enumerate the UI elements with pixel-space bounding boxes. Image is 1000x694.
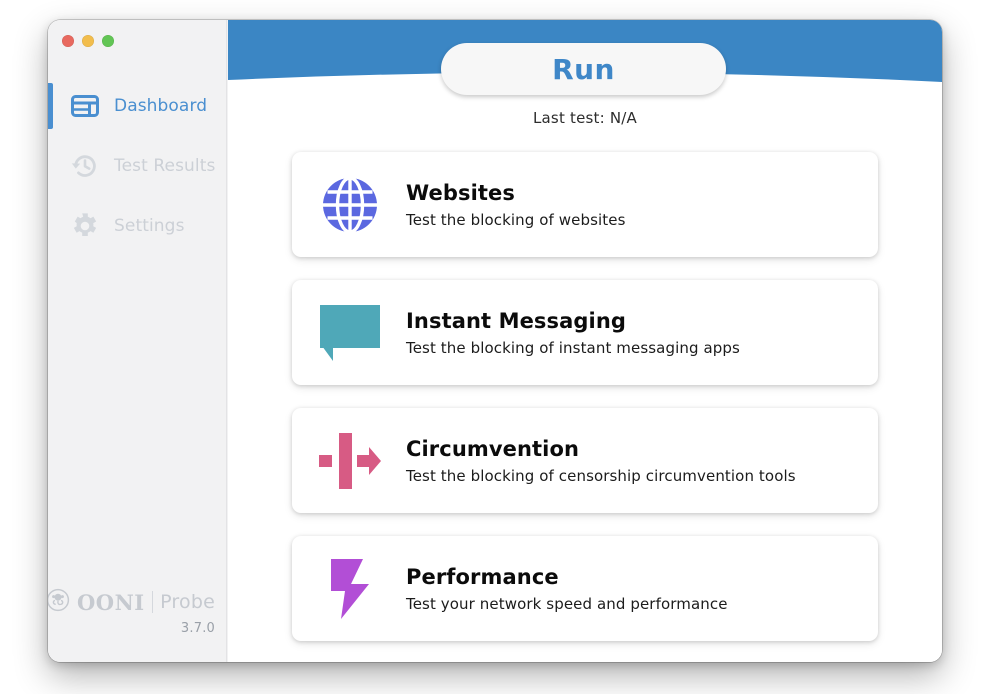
sidebar-nav: Dashboard Test Results [48,76,227,256]
active-indicator-bar [48,83,53,129]
card-text: Instant Messaging Test the blocking of i… [406,309,740,357]
sidebar-item-label: Test Results [114,156,216,176]
test-card-instant-messaging[interactable]: Instant Messaging Test the blocking of i… [292,280,878,385]
sidebar-item-settings[interactable]: Settings [48,196,227,256]
card-description: Test your network speed and performance [406,594,728,613]
last-test-status: Last test:N/A [228,109,942,127]
last-test-label: Last test: [532,109,605,127]
close-window-button[interactable] [62,35,74,47]
ooni-product-text: Probe [160,591,215,613]
minimize-window-button[interactable] [82,35,94,47]
test-card-circumvention[interactable]: Circumvention Test the blocking of censo… [292,408,878,513]
card-description: Test the blocking of websites [406,210,626,229]
last-test-value: N/A [609,109,637,127]
logo-row: OONI Probe [48,588,215,616]
speech-bubble-icon [314,297,386,369]
card-description: Test the blocking of instant messaging a… [406,338,740,357]
card-text: Performance Test your network speed and … [406,565,728,613]
test-cards-list: Websites Test the blocking of websites I… [292,152,878,662]
test-card-performance[interactable]: Performance Test your network speed and … [292,536,878,641]
sidebar-item-label: Settings [114,216,185,236]
sidebar-item-test-results[interactable]: Test Results [48,136,227,196]
ooni-brand-text: OONI [76,589,145,615]
test-card-websites[interactable]: Websites Test the blocking of websites [292,152,878,257]
main-content: Run Last test:N/A [228,20,942,662]
app-window: Dashboard Test Results [48,20,942,662]
card-title: Circumvention [406,436,580,461]
sidebar-item-label: Dashboard [114,96,208,116]
zoom-window-button[interactable] [102,35,114,47]
card-text: Circumvention Test the blocking of censo… [406,437,796,485]
circumvention-arrow-icon [314,425,386,497]
sidebar: Dashboard Test Results [48,20,227,662]
ooni-emblem-icon [48,588,70,616]
sidebar-item-dashboard[interactable]: Dashboard [48,76,227,136]
card-text: Websites Test the blocking of websites [406,181,626,229]
card-description: Test the blocking of censorship circumve… [406,466,796,485]
card-title: Instant Messaging [406,308,626,333]
window-traffic-lights [62,35,114,47]
card-title: Websites [406,180,515,205]
gear-icon [70,211,100,241]
app-version-label: 3.7.0 [180,621,215,636]
ooni-probe-footer-logo: OONI Probe 3.7.0 [48,588,227,636]
run-test-button[interactable]: Run [441,43,726,95]
logo-divider [151,591,154,613]
globe-icon [314,169,386,241]
lightning-bolt-icon [314,553,386,625]
dashboard-icon [70,91,100,121]
card-title: Performance [406,564,559,589]
history-clock-icon [70,151,100,181]
